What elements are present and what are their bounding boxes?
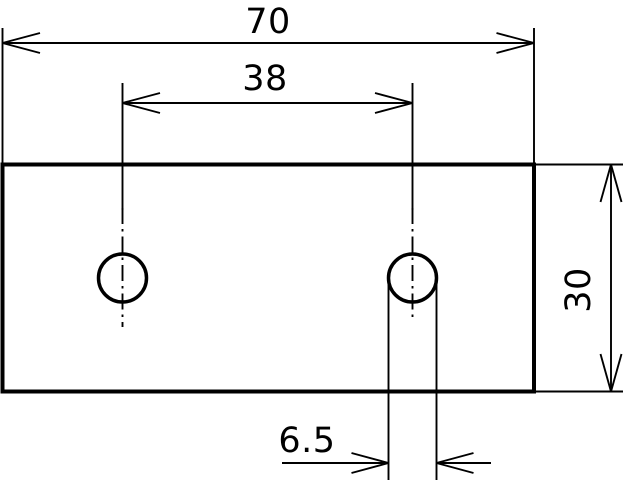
plate-rect bbox=[0, 162, 536, 394]
dimension-plate-height: 30 bbox=[534, 163, 623, 393]
left-hole bbox=[96, 208, 149, 327]
arrowhead-left bbox=[122, 92, 161, 114]
dim-label-plate-height: 30 bbox=[559, 267, 599, 313]
arrowhead-bottom bbox=[599, 353, 623, 392]
arrowhead-top bbox=[599, 164, 623, 203]
dimension-hole-spacing: 38 bbox=[121, 59, 414, 210]
arrowhead-left bbox=[351, 452, 389, 474]
dim-label-overall-width: 70 bbox=[245, 2, 291, 42]
dimension-hole-diameter: 6.5 bbox=[278, 278, 491, 480]
dimension-overall-width: 70 bbox=[1, 2, 535, 163]
dim-label-hole-spacing: 38 bbox=[242, 59, 288, 99]
plate-outline bbox=[0, 162, 536, 394]
right-hole bbox=[386, 208, 439, 322]
arrowhead-right bbox=[374, 92, 413, 114]
arrowhead-right bbox=[436, 452, 474, 474]
dim-label-hole-diameter: 6.5 bbox=[278, 421, 335, 461]
arrowhead-right bbox=[496, 32, 535, 54]
arrowhead-left bbox=[2, 32, 41, 54]
